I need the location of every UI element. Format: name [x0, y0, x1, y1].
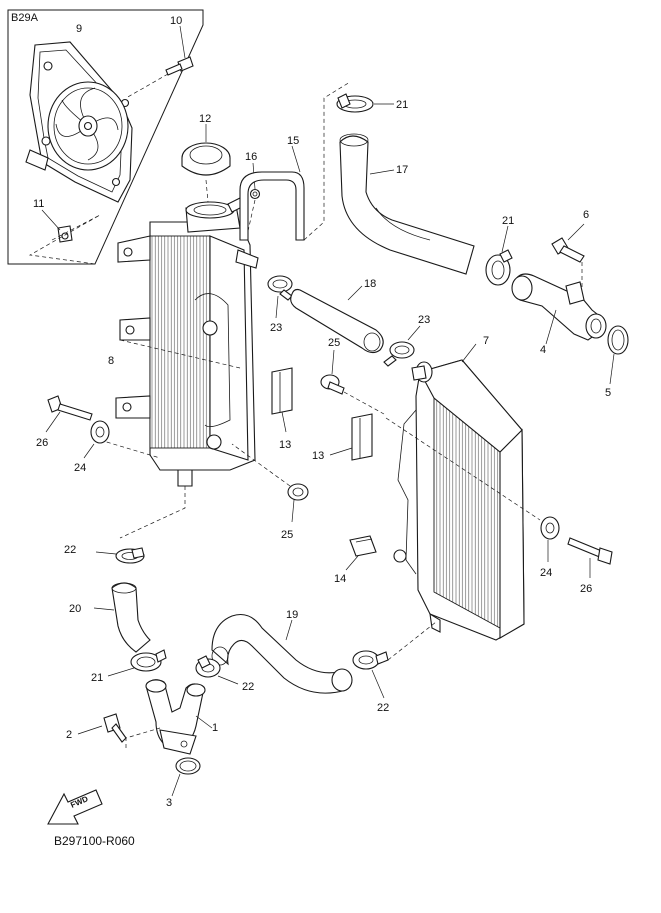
callout-26-right: 26	[580, 583, 592, 595]
callout-22-right: 22	[377, 702, 389, 714]
coolant-pipe-part-4	[511, 273, 607, 345]
callout-13-left: 13	[279, 439, 291, 451]
right-radiator-part-7	[385, 343, 541, 641]
clamp-part-21-top	[336, 93, 394, 113]
callout-24-left: 24	[74, 462, 86, 474]
damper-part-24-left	[83, 420, 110, 459]
callout-21-top: 21	[396, 99, 408, 111]
bolt-part-26-left	[45, 395, 93, 433]
callout-1: 1	[212, 722, 218, 734]
callout-24-right: 24	[540, 567, 552, 579]
upper-hose-part-17	[339, 133, 475, 275]
inset-label: B29A	[11, 12, 39, 24]
left-radiator-part-8	[99, 197, 259, 539]
y-pipe-part-1	[125, 679, 213, 755]
lower-hose-part-19	[211, 613, 353, 694]
callout-26-left: 26	[36, 437, 48, 449]
bolt-part-6	[551, 223, 585, 290]
callout-22-top: 22	[64, 544, 76, 556]
collar-part-25-right	[320, 349, 385, 415]
callout-20: 20	[69, 603, 81, 615]
callout-18: 18	[364, 278, 376, 290]
callout-14: 14	[334, 573, 346, 585]
clamp-part-21-mid	[485, 225, 513, 286]
hose-clamp-part-23-right	[383, 325, 421, 367]
callout-7: 7	[483, 335, 489, 347]
callout-25-upper: 25	[328, 337, 340, 349]
hose-clamp-part-22-left	[195, 655, 239, 685]
bolt-part-26-right	[567, 537, 613, 578]
damper-part-13-left	[271, 367, 293, 433]
callout-3: 3	[166, 797, 172, 809]
callout-19: 19	[286, 609, 298, 621]
diagram-code: B297100-R060	[54, 834, 135, 848]
bolt-part-2	[77, 713, 127, 743]
damper-part-24-right	[540, 516, 560, 562]
callout-12: 12	[199, 113, 211, 125]
callout-8: 8	[108, 355, 114, 367]
cooling-fan	[47, 81, 129, 171]
callout-23-left: 23	[270, 322, 282, 334]
callout-9: 9	[76, 23, 82, 35]
callout-21-mid: 21	[502, 215, 514, 227]
leader-dash-22	[387, 621, 437, 661]
clip-part-14	[345, 535, 377, 571]
hose-part-18	[290, 285, 384, 354]
o-ring-part-3	[171, 757, 201, 797]
callout-22-left: 22	[242, 681, 254, 693]
callout-6: 6	[583, 209, 589, 221]
callout-2: 2	[66, 729, 72, 741]
callout-17: 17	[396, 164, 408, 176]
callout-21-bottom: 21	[91, 672, 103, 684]
hose-clamp-part-22-top	[95, 547, 145, 564]
callout-10: 10	[170, 15, 182, 27]
hose-clamp-part-16	[245, 162, 261, 241]
inset-frame: B29A	[7, 9, 204, 265]
callout-15: 15	[287, 135, 299, 147]
clip-nut-part-11	[28, 209, 101, 265]
breather-hose-part-15	[239, 81, 351, 241]
radiator-cap-part-12	[181, 124, 231, 203]
forward-arrow-icon: FWD	[47, 789, 103, 825]
hose-part-20	[93, 582, 151, 653]
hose-clamp-part-22-right	[352, 650, 389, 699]
collar-part-25-left	[231, 443, 309, 523]
clamp-part-21-bottom	[107, 649, 167, 677]
callout-16: 16	[245, 151, 257, 163]
callout-25-lower: 25	[281, 529, 293, 541]
callout-labels: 1 2 3 4 5 6 7 8 9 10 11 12 13 13 14 15 1…	[33, 15, 611, 809]
callout-23-right: 23	[418, 314, 430, 326]
hose-clamp-part-23	[267, 275, 293, 319]
callout-13-right: 13	[312, 450, 324, 462]
bolt-part-10	[125, 25, 194, 99]
callout-5: 5	[605, 387, 611, 399]
damper-part-13-right	[329, 413, 373, 461]
callout-4: 4	[540, 344, 546, 356]
callout-11: 11	[33, 198, 44, 210]
o-ring-part-5	[607, 325, 629, 385]
